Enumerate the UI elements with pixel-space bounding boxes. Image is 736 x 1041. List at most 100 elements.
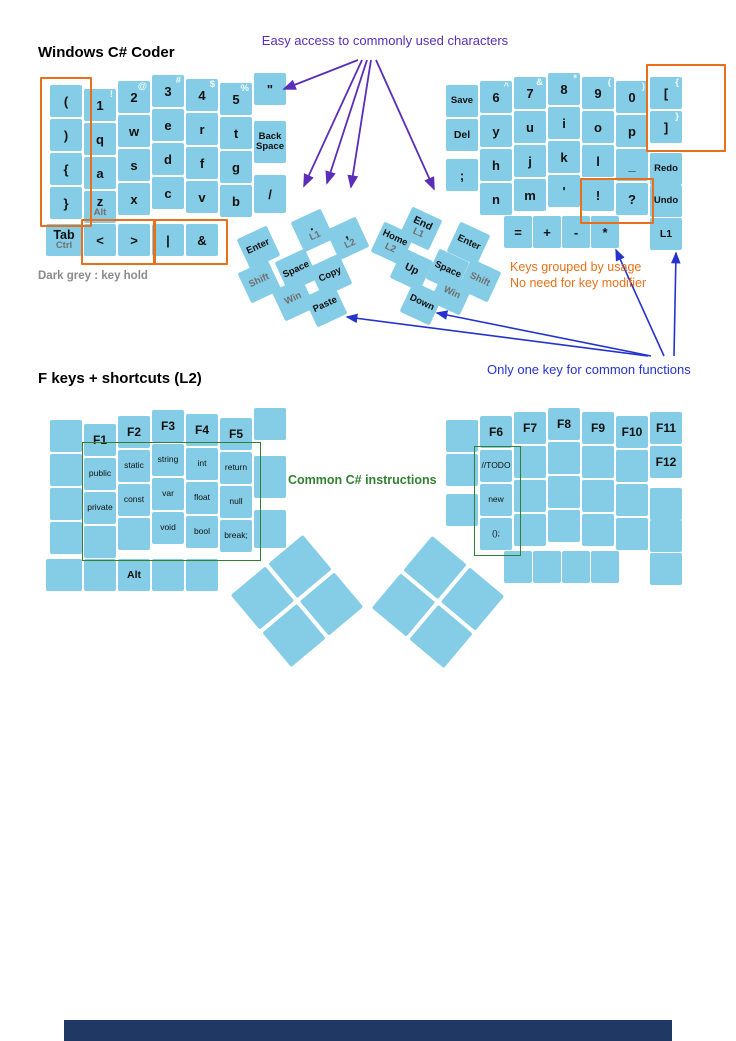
key-2: @2: [118, 81, 150, 113]
key-sym-125: }: [50, 187, 82, 219]
key-a: a: [84, 157, 116, 189]
highlight-box-csharp-left: [82, 442, 261, 561]
key-sym-42: *: [591, 216, 619, 248]
key-o: o: [582, 111, 614, 143]
key-blank: [84, 526, 116, 558]
key-m: m: [514, 179, 546, 211]
key-5: %5: [220, 83, 252, 115]
key-blank: [50, 420, 82, 452]
key-f6: F6: [480, 416, 512, 448]
key-blank: [50, 488, 82, 520]
key-sym-40: (: [50, 85, 82, 117]
key-f5: F5: [220, 418, 252, 450]
note-csharp: Common C# instructions: [288, 473, 437, 487]
key-sym-124: |: [152, 224, 184, 256]
key-static: static: [118, 450, 150, 482]
key-h: h: [480, 149, 512, 181]
key-bool: bool: [186, 516, 218, 548]
key-blank: [50, 454, 82, 486]
key-d: d: [152, 143, 184, 175]
purple-arrows: [282, 59, 435, 191]
key-3: #3: [152, 75, 184, 107]
key-blank: [591, 551, 619, 583]
key-del: Del: [446, 119, 478, 151]
key-k: k: [548, 141, 580, 173]
key-blank: [84, 559, 116, 591]
key-blank: [616, 518, 648, 550]
key-8: *8: [548, 73, 580, 105]
key-sym-91: {[: [650, 77, 682, 109]
key-0: )0: [616, 81, 648, 113]
key-i: i: [548, 107, 580, 139]
key-e: e: [152, 109, 184, 141]
key-f: f: [186, 147, 218, 179]
key-s: s: [118, 149, 150, 181]
key-sym-47: /: [254, 175, 286, 213]
key-redo: Redo: [650, 153, 682, 185]
key-f9: F9: [582, 412, 614, 444]
highlight-box-brackets: [646, 64, 726, 152]
key-enter: Enter: [236, 225, 280, 269]
key-sym-41: ): [50, 119, 82, 151]
key-sym-40: ();: [480, 518, 512, 550]
key-w: w: [118, 115, 150, 147]
note-easy-access: Easy access to commonly used characters: [261, 33, 509, 48]
key-undo: Undo: [650, 185, 682, 217]
key-sym-95: _: [616, 149, 648, 181]
key-blank: [548, 442, 580, 474]
key-f3: F3: [152, 410, 184, 442]
key-blank: [616, 484, 648, 516]
key-new: new: [480, 484, 512, 516]
key-blank: [152, 559, 184, 591]
note-one-key: Only one key for common functions: [487, 362, 691, 377]
key-blank: [254, 456, 286, 498]
key-blank: [514, 480, 546, 512]
key-paste: Paste: [303, 283, 347, 327]
key-sym-59: ;: [446, 159, 478, 191]
key-blank: [582, 446, 614, 478]
key-float: float: [186, 482, 218, 514]
key-blank: [446, 454, 478, 486]
key-b: b: [220, 185, 252, 217]
key-f7: F7: [514, 412, 546, 444]
key-public: public: [84, 458, 116, 490]
key-f10: F10: [616, 416, 648, 448]
key-blank: [582, 480, 614, 512]
highlight-box-parens: [40, 77, 92, 227]
key-blank: [50, 522, 82, 554]
highlight-box-punctuation: [580, 178, 654, 224]
key-blank: [650, 520, 682, 552]
key-blank: [548, 476, 580, 508]
key-y: y: [480, 115, 512, 147]
key-q: q: [84, 123, 116, 155]
key-blank: [650, 488, 682, 520]
key-save: Save: [446, 85, 478, 117]
key-blank: [514, 514, 546, 546]
key-u: u: [514, 111, 546, 143]
key-sym-44: ,L2: [325, 216, 369, 260]
key-sym-39: ': [548, 175, 580, 207]
key-1: !1: [84, 89, 116, 121]
key-blank: [650, 553, 682, 585]
key-4: $4: [186, 79, 218, 111]
key-sym-38: &: [186, 224, 218, 256]
key-v: v: [186, 181, 218, 213]
key-break: break;: [220, 520, 252, 552]
key-6: ^6: [480, 81, 512, 113]
key-blank: [254, 408, 286, 440]
key-blank: [446, 494, 478, 526]
key-r: r: [186, 113, 218, 145]
key-l1: L1: [650, 218, 682, 250]
key-null: null: [220, 486, 252, 518]
key-string: string: [152, 444, 184, 476]
key-blank: [514, 446, 546, 478]
key-int: int: [186, 448, 218, 480]
key-blank: [582, 514, 614, 546]
note-no-modifier: No need for key modifier: [510, 276, 647, 290]
key-f12: F12: [650, 446, 682, 478]
key-blank: [616, 450, 648, 482]
key-blank: [254, 510, 286, 548]
key-f1: F1: [84, 424, 116, 456]
